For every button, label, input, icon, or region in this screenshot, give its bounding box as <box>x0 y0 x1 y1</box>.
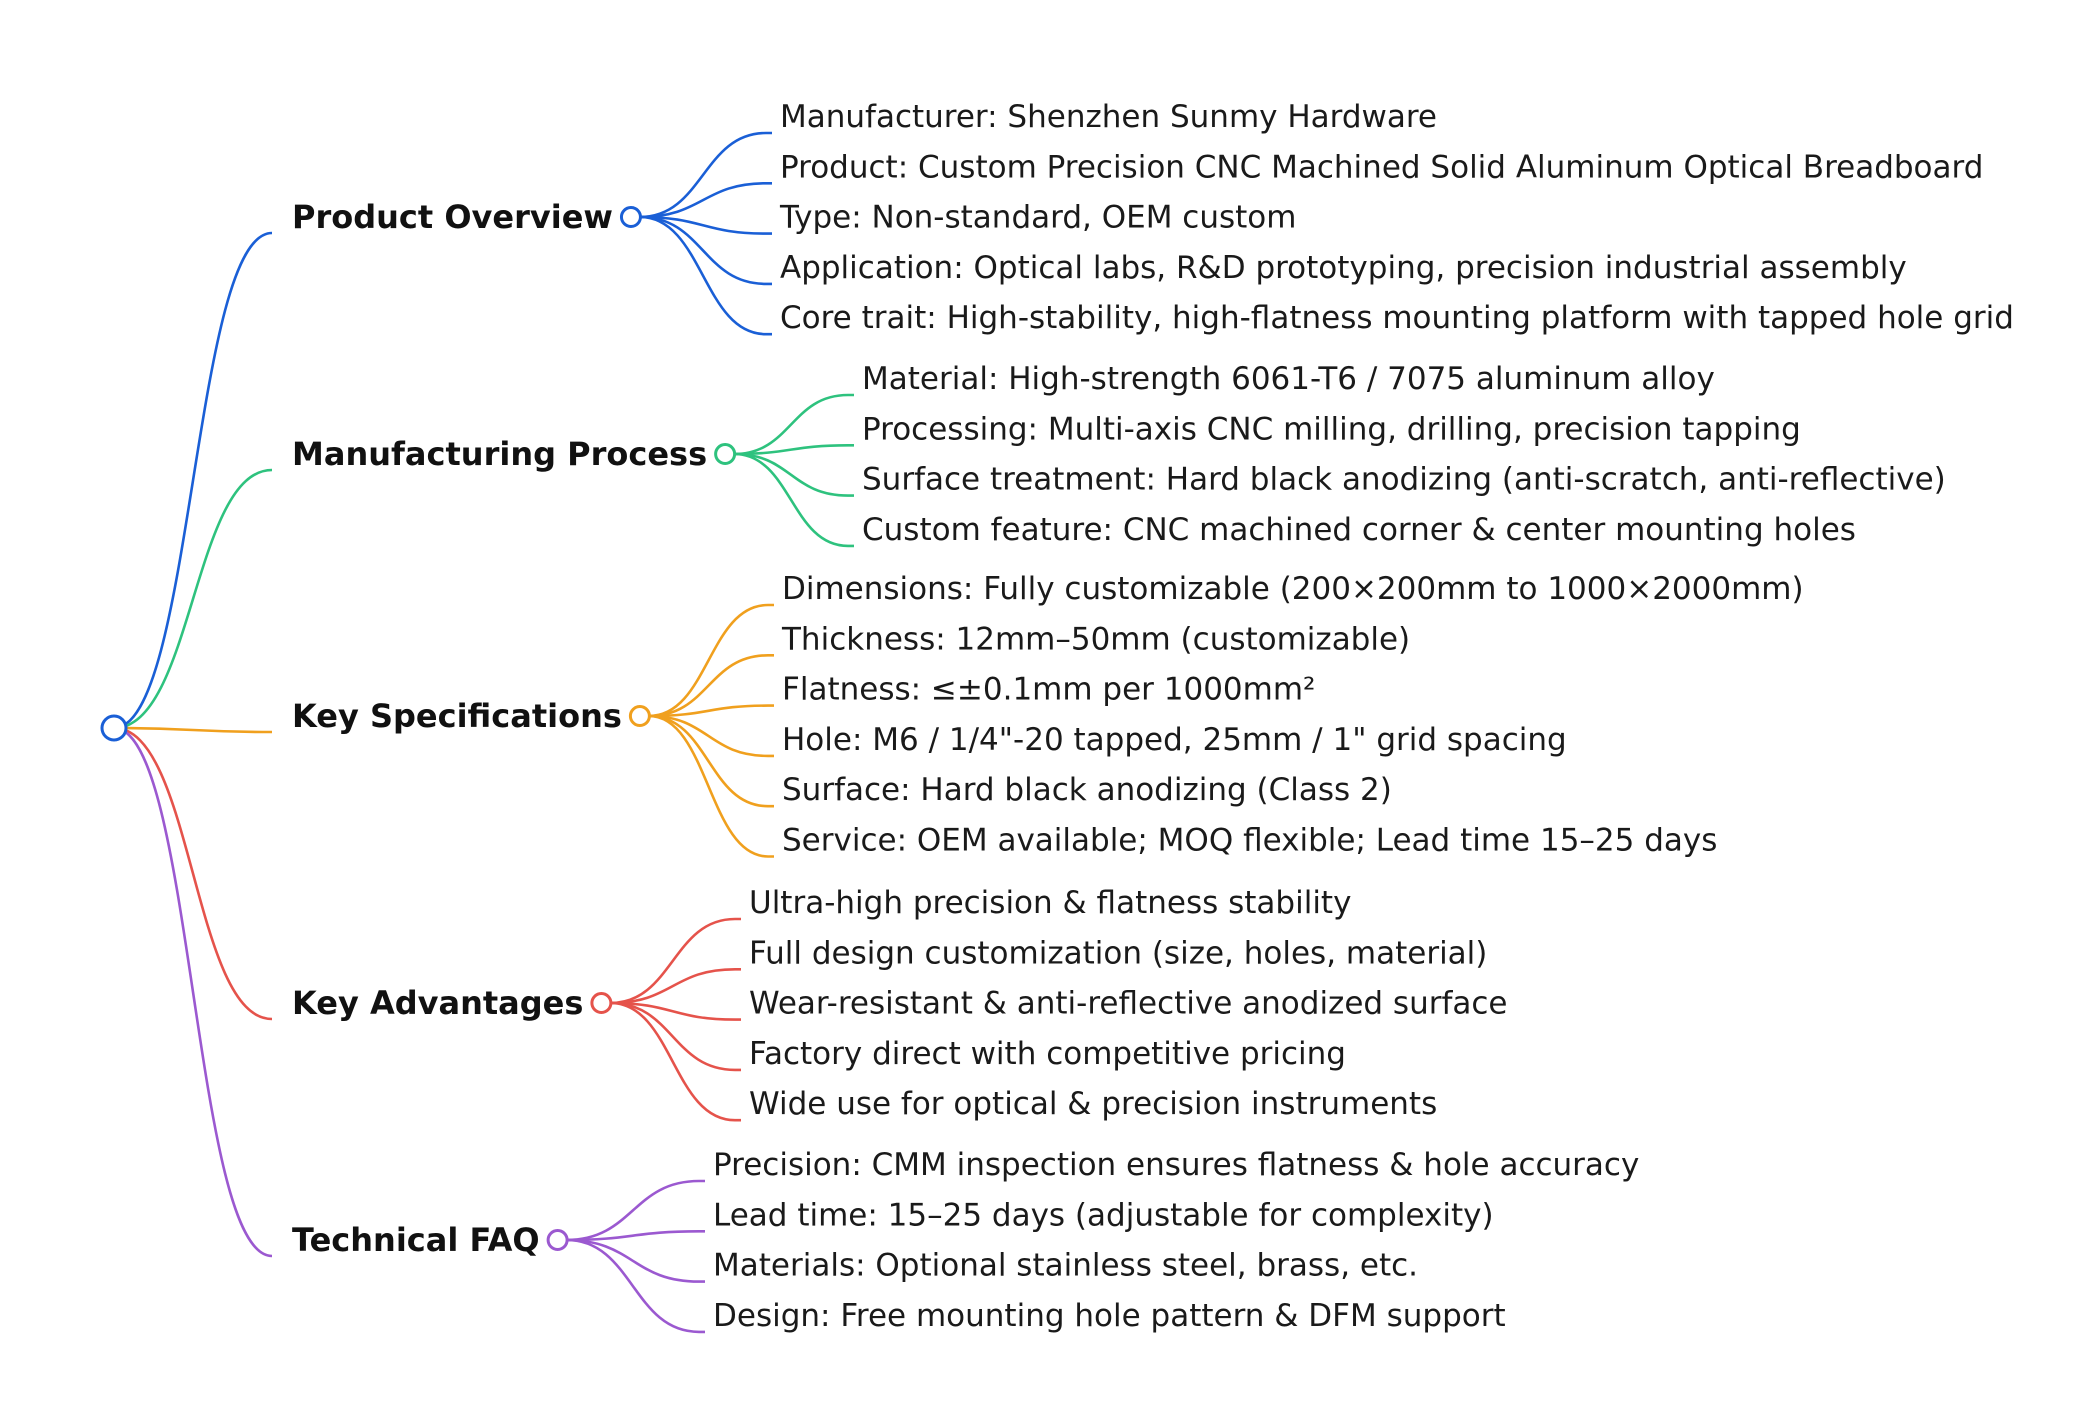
leaf-label: Service: OEM available; MOQ flexible; Le… <box>782 823 1717 859</box>
branch-leaf-edge <box>610 1001 741 1072</box>
leaf-label: Flatness: ≤±0.1mm per 1000mm² <box>782 672 1315 708</box>
branch-leaf-edge <box>639 131 772 219</box>
branch-leaf-edge <box>610 917 741 1005</box>
branch-leaf-edge <box>734 452 854 548</box>
leaf-label: Type: Non-standard, OEM custom <box>779 200 1296 236</box>
branch-leaf-edge <box>734 452 854 497</box>
leaf-label: Material: High-strength 6061-T6 / 7075 a… <box>862 361 1715 397</box>
leaf-label: Processing: Multi-axis CNC milling, dril… <box>862 411 1801 447</box>
branch-leaf-edge <box>566 1238 705 1283</box>
leaf-label: Wide use for optical & precision instrum… <box>749 1086 1437 1122</box>
branch-collapse-dot[interactable] <box>714 443 737 465</box>
leaf-label: Product: Custom Precision CNC Machined S… <box>780 149 1983 185</box>
branch-leaf-edge <box>566 1230 705 1242</box>
branch-label: Technical FAQ <box>292 1221 540 1259</box>
leaf-label: Thickness: 12mm–50mm (customizable) <box>781 621 1410 657</box>
branch-collapse-dot[interactable] <box>619 206 642 228</box>
branch-collapse-dot[interactable] <box>628 705 651 727</box>
edges-layer <box>113 131 854 1334</box>
leaf-label: Design: Free mounting hole pattern & DFM… <box>713 1298 1506 1334</box>
branch-leaf-edge <box>639 215 772 336</box>
leaf-label: Dimensions: Fully customizable (200×200m… <box>782 571 1804 607</box>
branch-leaf-edge <box>734 444 854 456</box>
root-node-dot[interactable] <box>100 714 128 742</box>
branch-leaf-edge <box>648 714 774 758</box>
leaf-label: Factory direct with competitive pricing <box>749 1036 1346 1072</box>
branch-leaf-edge <box>566 1238 705 1334</box>
branch-collapse-dot[interactable] <box>546 1229 569 1251</box>
leaf-label: Materials: Optional stainless steel, bra… <box>713 1248 1418 1284</box>
branch-label: Key Specifications <box>292 697 622 735</box>
root-branch-edge <box>113 231 273 730</box>
root-branch-edge <box>113 726 273 1258</box>
leaf-label: Custom feature: CNC machined corner & ce… <box>862 512 1856 548</box>
branch-label: Key Advantages <box>292 984 583 1022</box>
root-branch-edge <box>113 726 273 1021</box>
branch-leaf-edge <box>639 215 772 235</box>
branch-collapse-dot[interactable] <box>590 992 613 1014</box>
root-branch-edge <box>113 726 273 734</box>
leaf-label: Full design customization (size, holes, … <box>749 935 1487 971</box>
leaf-label: Hole: M6 / 1/4"-20 tapped, 25mm / 1" gri… <box>782 722 1567 758</box>
branch-leaf-edge <box>639 215 772 286</box>
branch-leaf-edge <box>610 968 741 1005</box>
leaf-label: Ultra-high precision & flatness stabilit… <box>749 885 1351 921</box>
branch-leaf-edge <box>648 654 774 718</box>
root-branch-edge <box>113 468 273 730</box>
branch-leaf-edge <box>610 1001 741 1122</box>
branch-leaf-edge <box>566 1179 705 1242</box>
leaf-label: Surface treatment: Hard black anodizing … <box>862 462 1946 498</box>
leaf-label: Precision: CMM inspection ensures flatne… <box>713 1147 1639 1183</box>
leaf-label: Lead time: 15–25 days (adjustable for co… <box>713 1197 1494 1233</box>
branch-leaf-edge <box>610 1001 741 1021</box>
nodes-layer: Product Overview Manufacturer: Shenzhen S… <box>100 99 2014 1334</box>
branch-leaf-edge <box>648 704 774 718</box>
leaf-label: Surface: Hard black anodizing (Class 2) <box>782 772 1392 808</box>
branch-label: Product Overview <box>292 198 613 236</box>
leaf-label: Application: Optical labs, R&D prototypi… <box>780 250 1907 286</box>
branch-label: Manufacturing Process <box>292 435 707 473</box>
branch-leaf-edge <box>648 714 774 858</box>
branch-leaf-edge <box>648 714 774 808</box>
leaf-label: Manufacturer: Shenzhen Sunmy Hardware <box>780 99 1437 135</box>
branch-leaf-edge <box>648 603 774 718</box>
branch-leaf-edge <box>639 182 772 219</box>
leaf-label: Core trait: High-stability, high-flatnes… <box>780 300 2014 336</box>
branch-leaf-edge <box>734 393 854 456</box>
leaf-label: Wear-resistant & anti-reflective anodize… <box>749 986 1508 1022</box>
